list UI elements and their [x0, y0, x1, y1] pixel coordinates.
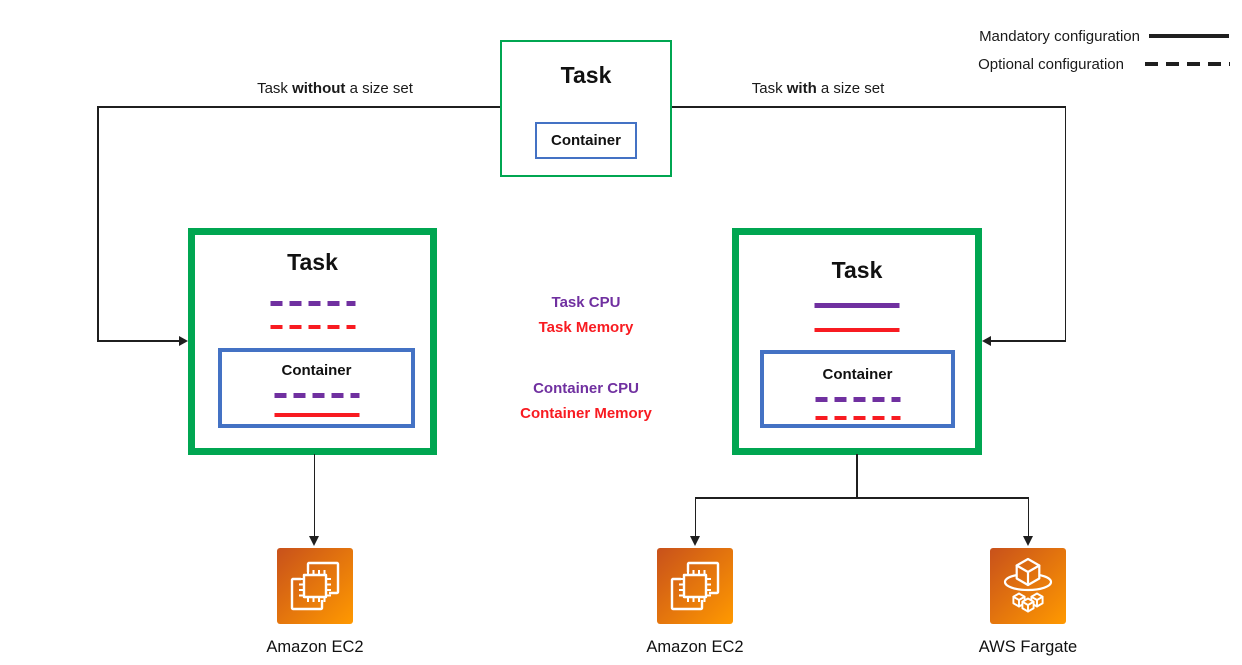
- connector-left-vertical: [97, 106, 99, 341]
- branch-label-without-size: Task without a size set: [257, 80, 413, 97]
- left-ec2-label: Amazon EC2: [266, 638, 364, 656]
- task-memory-label: Task Memory: [538, 319, 634, 336]
- legend-dashed-line-sample: [1145, 62, 1230, 66]
- right-task-memory-line-mandatory: [814, 328, 900, 332]
- branch-label-prefix: Task: [751, 80, 787, 97]
- fargate-cube-icon: [990, 548, 1066, 624]
- right-task-title: Task: [831, 257, 883, 283]
- right-task-box: Task Container: [732, 228, 982, 455]
- left-task-cpu-line-optional: [270, 301, 355, 306]
- right-task-cpu-line-mandatory: [814, 303, 900, 308]
- left-container-cpu-line-optional: [274, 393, 359, 398]
- right-container-box: Container: [760, 350, 955, 428]
- arrowhead-into-right-task: [982, 335, 991, 346]
- connector-split-to-ec2: [694, 497, 696, 537]
- connector-right-into-task: [991, 340, 1066, 342]
- branch-label-suffix: a size set: [816, 80, 885, 97]
- arrowhead-mid-ec2: [690, 536, 700, 546]
- right-container-label: Container: [822, 366, 893, 383]
- arrowhead-left-ec2: [309, 536, 319, 546]
- ec2-chip-icon: [277, 548, 353, 624]
- branch-label-emphasis: with: [786, 80, 817, 97]
- mid-ec2-label: Amazon EC2: [646, 638, 744, 656]
- connector-right-task-down: [856, 454, 858, 498]
- left-task-memory-line-optional: [270, 325, 355, 329]
- top-task-title: Task: [560, 62, 612, 88]
- container-cpu-label: Container CPU: [533, 380, 639, 397]
- connector-left-task-to-ec2: [313, 454, 316, 537]
- branch-label-prefix: Task: [257, 80, 293, 97]
- left-task-title: Task: [287, 249, 338, 275]
- connector-right-task-split: [695, 497, 1028, 499]
- connector-left-into-task: [97, 340, 179, 342]
- ec2-chip-icon: [657, 548, 733, 624]
- left-container-box: Container: [218, 348, 415, 428]
- arrowhead-fargate: [1023, 536, 1033, 546]
- connector-split-to-fargate: [1027, 497, 1029, 537]
- legend-mandatory-label: Mandatory configuration: [979, 28, 1140, 45]
- legend-optional-label: Optional configuration: [978, 56, 1124, 73]
- left-task-box: Task Container: [188, 228, 437, 455]
- left-container-label: Container: [281, 362, 352, 379]
- task-cpu-label: Task CPU: [551, 294, 621, 311]
- fargate-label: AWS Fargate: [978, 638, 1078, 656]
- right-container-cpu-line-optional: [815, 397, 900, 402]
- branch-label-suffix: a size set: [345, 80, 413, 97]
- branch-label-emphasis: without: [292, 80, 346, 97]
- legend-solid-line-sample: [1149, 34, 1229, 38]
- left-container-memory-line-mandatory: [274, 413, 359, 417]
- top-container-label: Container: [550, 132, 621, 149]
- right-container-memory-line-optional: [815, 416, 900, 420]
- arrowhead-into-left-task: [179, 335, 188, 346]
- top-task-box: Task Container: [500, 40, 672, 177]
- container-memory-label: Container Memory: [520, 405, 652, 422]
- top-container-box: Container: [535, 122, 637, 159]
- connector-top-left-horizontal: [97, 106, 500, 108]
- connector-top-right-horizontal: [672, 106, 1066, 108]
- connector-right-vertical: [1064, 106, 1066, 341]
- branch-label-with-size: Task with a size set: [752, 80, 885, 97]
